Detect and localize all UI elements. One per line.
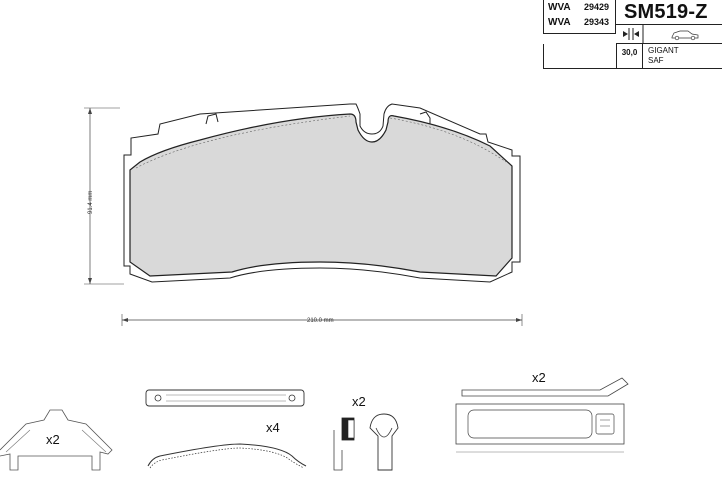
plate-quantity: x2 bbox=[532, 370, 546, 385]
wva-label: WVA bbox=[548, 17, 571, 28]
part-code: SM519-Z bbox=[624, 1, 708, 23]
spring-drawing bbox=[147, 443, 307, 467]
car-icon bbox=[671, 30, 699, 41]
lug-left bbox=[205, 113, 219, 125]
icon-row bbox=[616, 25, 722, 44]
wva-label: WVA bbox=[548, 2, 571, 13]
wva-row-1: WVA 29429 bbox=[548, 2, 609, 13]
clip-drawing bbox=[0, 409, 113, 471]
pin-front bbox=[369, 413, 399, 471]
height-dimension-label: 91.4 mm bbox=[88, 191, 94, 214]
wva-number: 29429 bbox=[584, 2, 610, 12]
spec-row bbox=[543, 44, 722, 69]
wva-number: 29343 bbox=[584, 17, 610, 27]
springs-quantity: x4 bbox=[266, 420, 280, 435]
vehicle-1: GIGANT bbox=[648, 46, 679, 55]
wva-box: WVA 29429 WVA 29343 bbox=[543, 0, 616, 34]
width-dimension-label: 210.0 mm bbox=[307, 318, 334, 324]
wva-row-2: WVA 29343 bbox=[548, 17, 609, 28]
thickness-arrows-icon bbox=[623, 28, 639, 40]
thickness-value: 30,0 bbox=[616, 44, 643, 69]
lug-right bbox=[419, 111, 431, 124]
retaining-bar bbox=[145, 389, 305, 407]
vehicle-2: SAF bbox=[648, 56, 664, 65]
plate-side-view bbox=[461, 377, 629, 397]
part-code-box: SM519-Z bbox=[616, 0, 722, 25]
friction-material bbox=[129, 113, 513, 277]
clips-quantity: x2 bbox=[46, 432, 60, 447]
pins-quantity: x2 bbox=[352, 394, 366, 409]
